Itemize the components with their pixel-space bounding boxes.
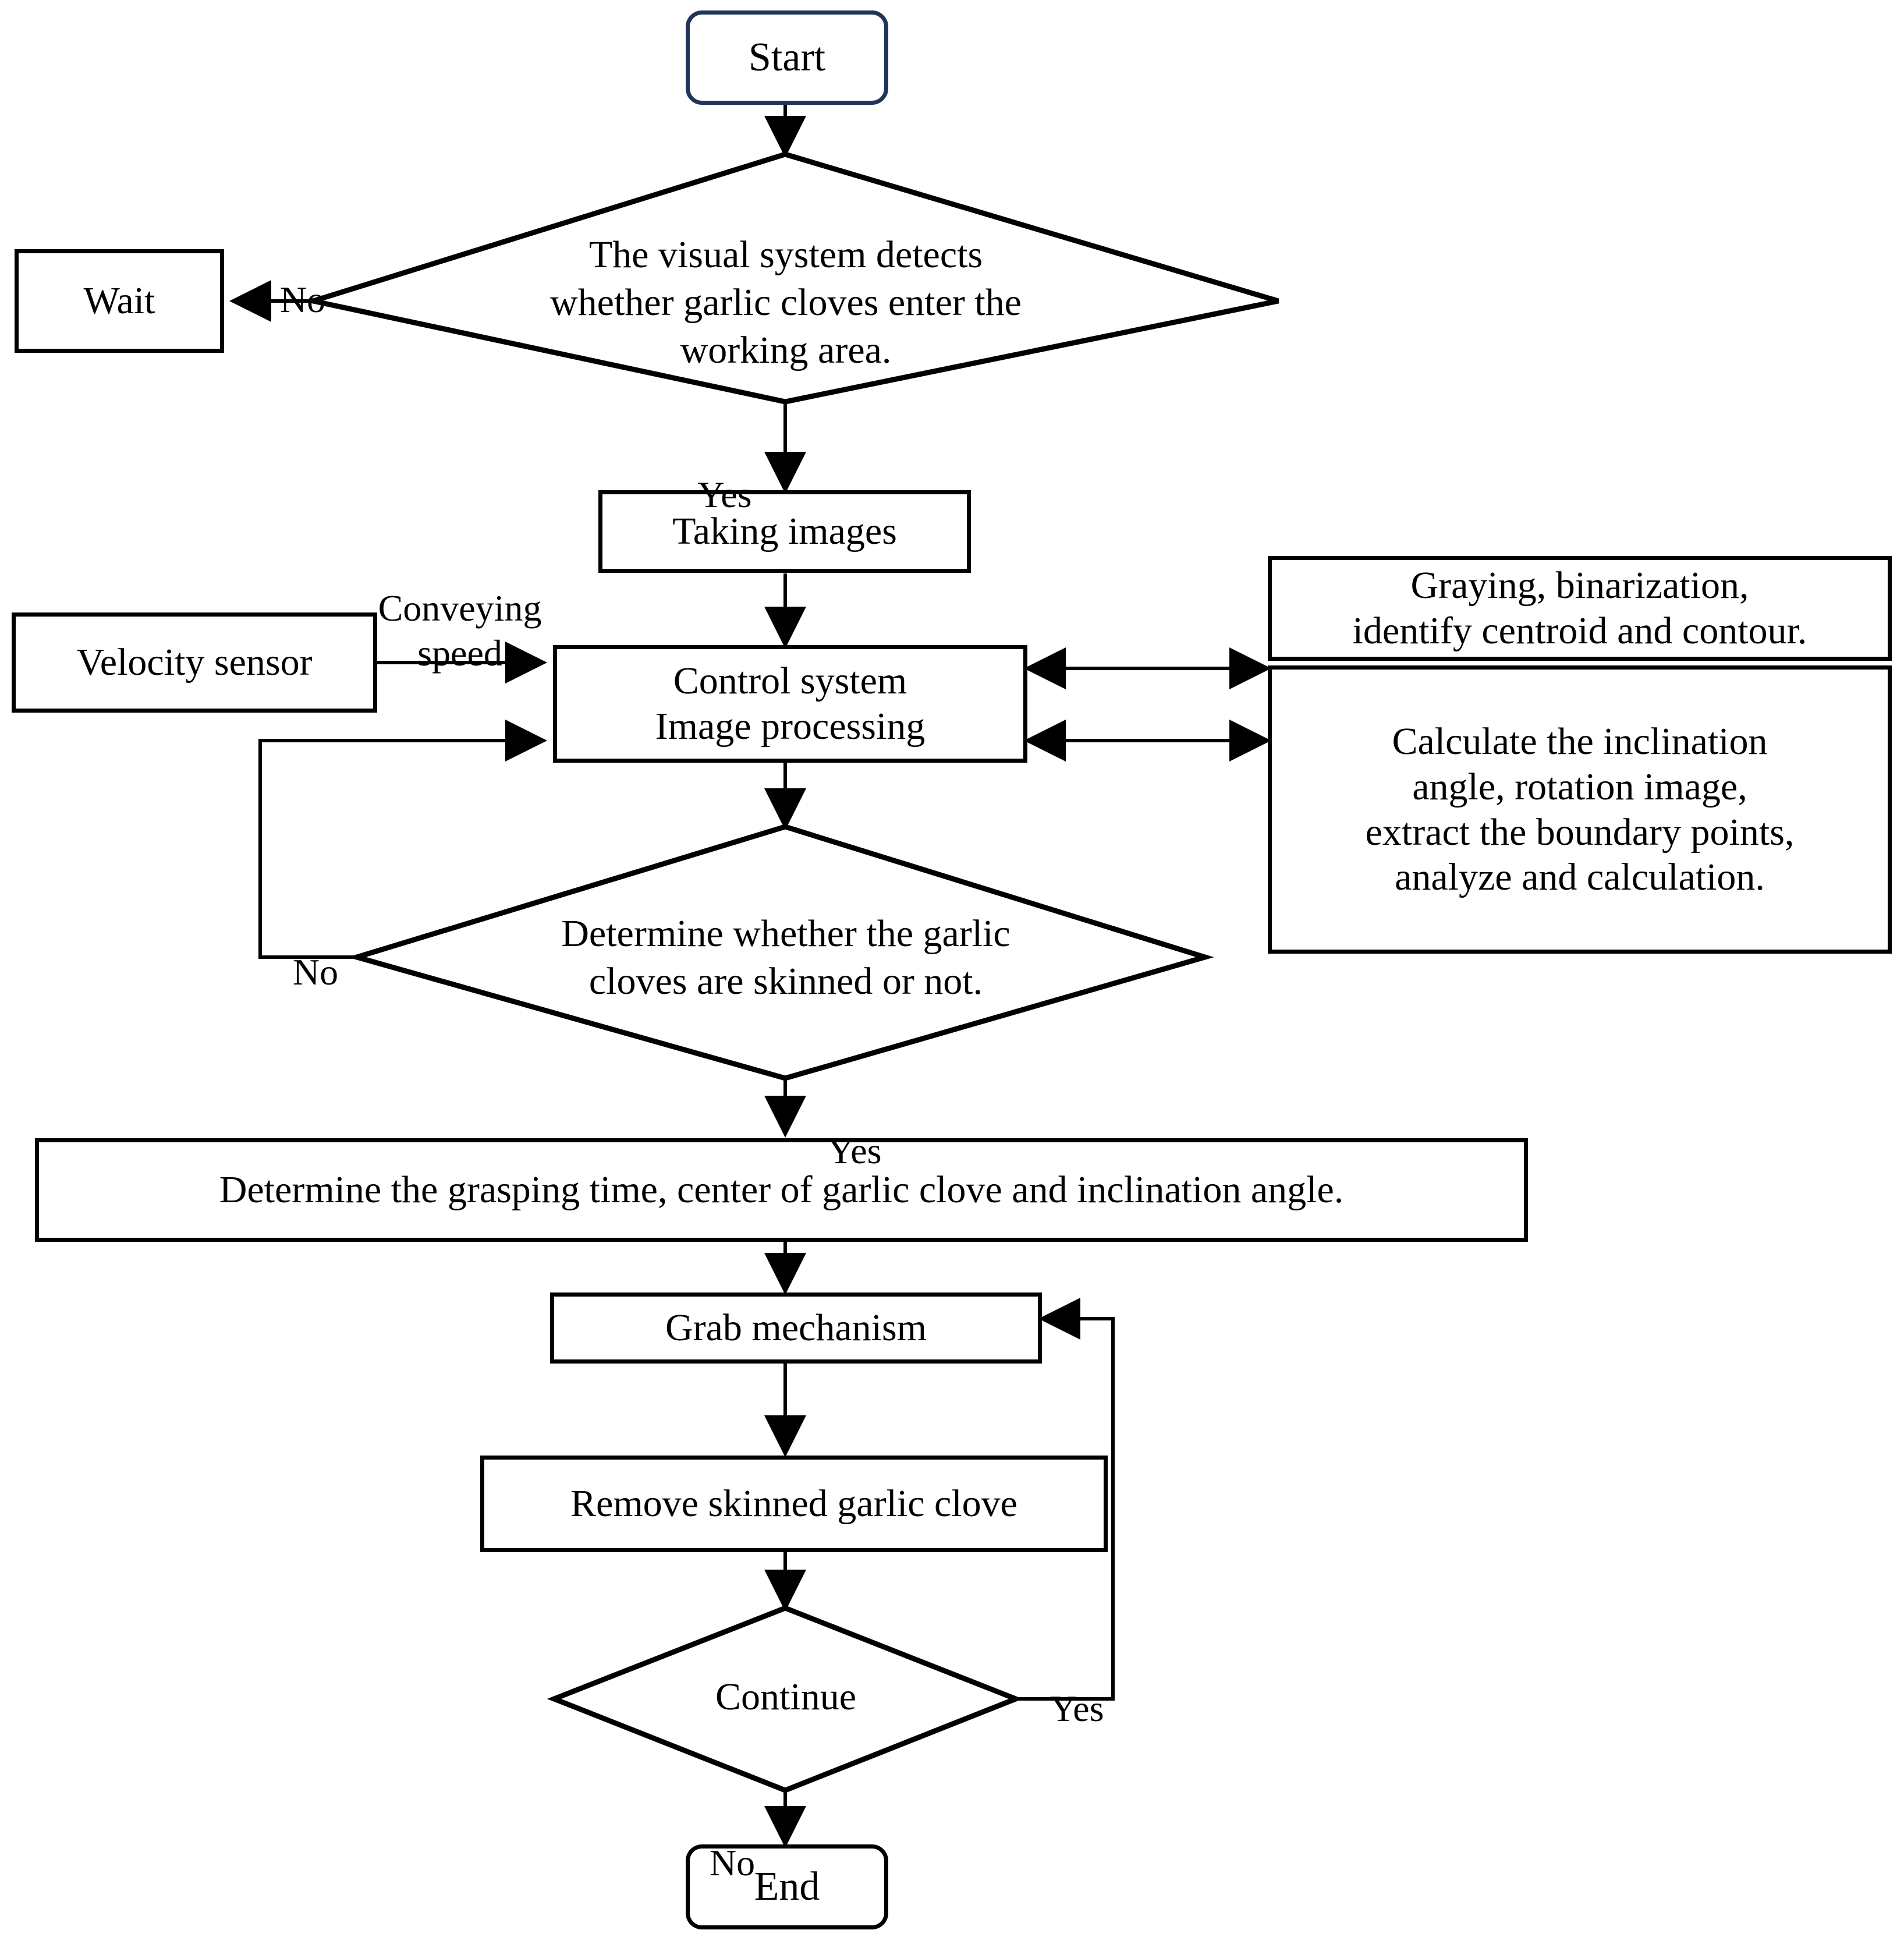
node-control-system-label: Control system Image processing xyxy=(655,660,926,748)
node-skinned-decision-label-wrap: Determine whether the garlic cloves are … xyxy=(512,900,1059,1016)
edge-label-detect-yes: Yes xyxy=(675,428,774,518)
edge-label-skinned-no-text: No xyxy=(292,951,339,993)
edge-label-conveying-speed: Conveying speed xyxy=(349,541,570,675)
node-start[interactable]: Start xyxy=(686,10,888,105)
edge-label-continue-yes: Yes xyxy=(1024,1642,1129,1731)
node-wait[interactable]: Wait xyxy=(15,249,224,353)
node-grab-mechanism-label: Grab mechanism xyxy=(665,1306,927,1350)
node-taking-images-label: Taking images xyxy=(672,510,897,553)
node-grasping-label: Determine the grasping time, center of g… xyxy=(219,1168,1344,1212)
node-wait-label: Wait xyxy=(83,279,155,323)
edge-label-detect-yes-text: Yes xyxy=(697,473,752,515)
node-remove-clove-label: Remove skinned garlic clove xyxy=(570,1482,1017,1525)
node-calculate[interactable]: Calculate the inclination angle, rotatio… xyxy=(1268,665,1892,954)
node-control-system[interactable]: Control system Image processing xyxy=(553,645,1027,763)
node-end-label: End xyxy=(754,1864,820,1909)
edge-label-conveying-speed-text: Conveying speed xyxy=(378,587,542,674)
edge-label-skinned-yes: Yes xyxy=(802,1084,907,1174)
node-calculate-label: Calculate the inclination angle, rotatio… xyxy=(1365,720,1795,899)
edge-label-detect-no: No xyxy=(256,233,349,323)
edge-label-continue-no: No xyxy=(686,1796,779,1886)
edge-label-skinned-no: No xyxy=(269,905,362,995)
edge-label-continue-yes-text: Yes xyxy=(1049,1687,1104,1729)
node-velocity-sensor-label: Velocity sensor xyxy=(76,641,313,684)
edge-label-continue-no-text: No xyxy=(709,1842,756,1883)
node-skinned-decision-label: Determine whether the garlic cloves are … xyxy=(561,912,1010,1003)
node-grasping[interactable]: Determine the grasping time, center of g… xyxy=(35,1138,1528,1242)
node-remove-clove[interactable]: Remove skinned garlic clove xyxy=(480,1456,1108,1552)
node-continue-decision-label: Continue xyxy=(715,1676,856,1719)
node-graying-label: Graying, binarization, identify centroid… xyxy=(1352,564,1807,652)
node-continue-decision-label-wrap: Continue xyxy=(617,1665,955,1729)
node-grab-mechanism[interactable]: Grab mechanism xyxy=(550,1292,1042,1364)
edge-label-skinned-yes-text: Yes xyxy=(827,1129,882,1171)
node-end[interactable]: End xyxy=(686,1844,888,1929)
node-taking-images[interactable]: Taking images xyxy=(598,490,971,573)
node-graying[interactable]: Graying, binarization, identify centroid… xyxy=(1268,556,1892,661)
node-detect-decision-label-wrap: The visual system detects whether garlic… xyxy=(512,215,1059,390)
node-start-label: Start xyxy=(748,34,826,80)
edge-label-detect-no-text: No xyxy=(279,278,326,320)
node-detect-decision-label: The visual system detects whether garlic… xyxy=(550,233,1022,371)
node-velocity-sensor[interactable]: Velocity sensor xyxy=(12,612,377,713)
